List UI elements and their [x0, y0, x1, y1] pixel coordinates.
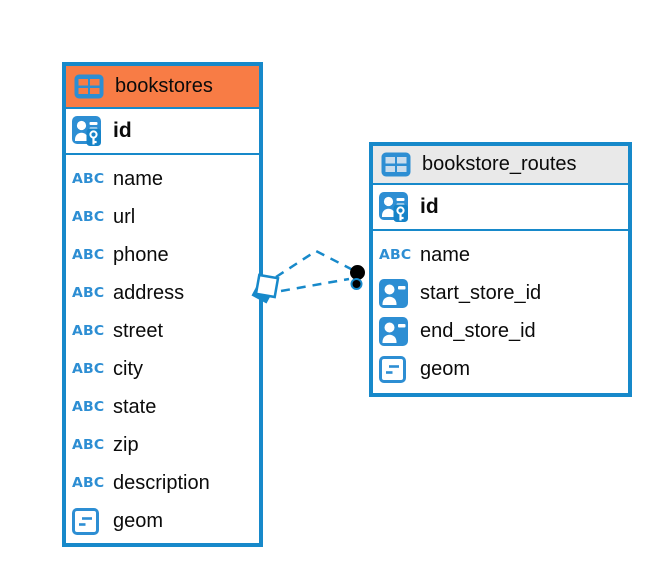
- column-name: start_store_id: [420, 281, 542, 304]
- primary-key-icon: [379, 192, 411, 222]
- column-row-street[interactable]: ABC street: [66, 312, 259, 350]
- column-row-address[interactable]: ABC address: [66, 274, 259, 312]
- column-name: state: [113, 395, 157, 418]
- primary-key-icon: [72, 116, 104, 146]
- text-type-icon: ABC: [72, 437, 105, 453]
- table-icon: [74, 74, 106, 99]
- column-row-zip[interactable]: ABC zip: [66, 426, 259, 464]
- foreign-key-icon: [379, 278, 411, 308]
- column-list: ABC name start_store_id end_store_id geom: [373, 231, 628, 392]
- column-row-id[interactable]: id: [373, 185, 628, 231]
- column-name: address: [113, 281, 185, 304]
- column-name: phone: [113, 243, 169, 266]
- column-row-name[interactable]: ABC name: [66, 160, 259, 198]
- column-row-geom[interactable]: geom: [66, 502, 259, 540]
- text-type-icon: ABC: [72, 399, 105, 415]
- text-type-icon: ABC: [379, 247, 412, 263]
- column-name: id: [420, 195, 439, 218]
- column-row-end_store_id[interactable]: end_store_id: [373, 312, 628, 350]
- geometry-icon: [379, 355, 411, 383]
- column-name: street: [113, 319, 164, 342]
- column-name: zip: [113, 433, 139, 456]
- relationship-line[interactable]: [275, 249, 354, 279]
- column-row-name[interactable]: ABC name: [373, 236, 628, 274]
- column-name: id: [113, 119, 132, 142]
- text-type-icon: ABC: [72, 285, 105, 301]
- column-name: end_store_id: [420, 319, 536, 342]
- column-name: description: [113, 471, 210, 494]
- table-title: bookstores: [115, 75, 213, 97]
- column-name: name: [420, 243, 471, 266]
- dot-terminator[interactable]: [350, 265, 365, 290]
- text-type-icon: ABC: [72, 171, 105, 187]
- column-row-description[interactable]: ABC description: [66, 464, 259, 502]
- column-name: geom: [420, 357, 471, 380]
- column-name: name: [113, 167, 164, 190]
- column-row-id[interactable]: id: [66, 109, 259, 155]
- table-icon: [381, 152, 413, 177]
- text-type-icon: ABC: [72, 247, 105, 263]
- column-row-city[interactable]: ABC city: [66, 350, 259, 388]
- column-row-geom[interactable]: geom: [373, 350, 628, 388]
- text-type-icon: ABC: [72, 361, 105, 377]
- column-row-url[interactable]: ABC url: [66, 198, 259, 236]
- column-name: city: [113, 357, 143, 380]
- table-title: bookstore_routes: [422, 153, 577, 175]
- table-header-bookstore-routes[interactable]: bookstore_routes: [373, 146, 628, 185]
- text-type-icon: ABC: [72, 475, 105, 491]
- text-type-icon: ABC: [72, 209, 105, 225]
- column-name: geom: [113, 509, 164, 532]
- text-type-icon: ABC: [72, 323, 105, 339]
- column-name: url: [113, 205, 136, 228]
- table-header-bookstores[interactable]: bookstores: [66, 66, 259, 109]
- column-row-phone[interactable]: ABC phone: [66, 236, 259, 274]
- relationship-line[interactable]: [280, 277, 350, 293]
- column-row-state[interactable]: ABC state: [66, 388, 259, 426]
- foreign-key-icon: [379, 316, 411, 346]
- column-row-start_store_id[interactable]: start_store_id: [373, 274, 628, 312]
- geometry-icon: [72, 507, 104, 535]
